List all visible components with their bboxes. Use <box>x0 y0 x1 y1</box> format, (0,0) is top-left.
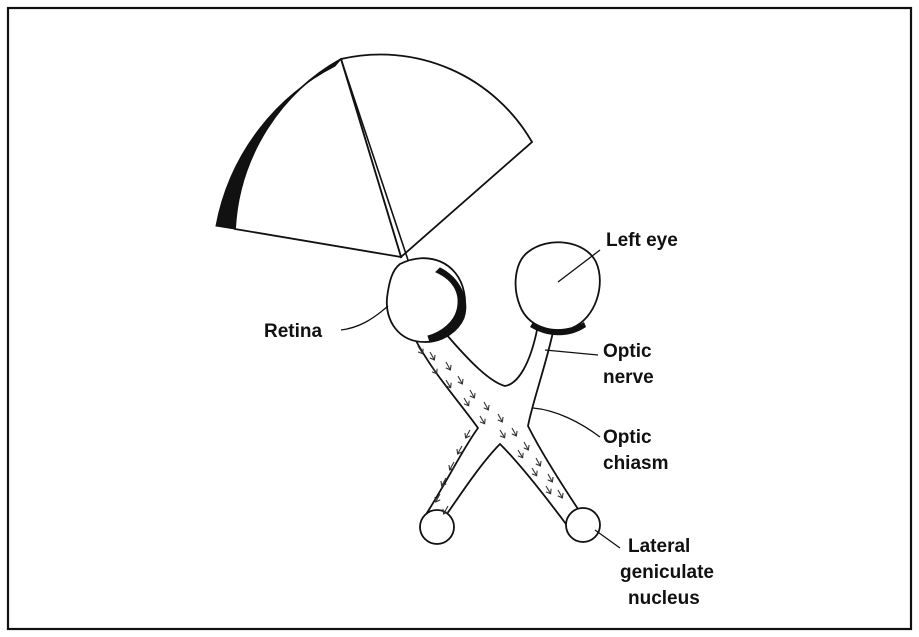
visual-field <box>216 54 532 338</box>
label-lgn-line3: nucleus <box>628 588 700 609</box>
left-eye <box>516 242 600 335</box>
label-left-eye: Left eye <box>606 230 678 251</box>
right-eye <box>387 258 466 342</box>
optic-chiasm-body <box>414 330 582 527</box>
label-optic-nerve-line1: Optic <box>603 341 652 362</box>
right-lateral-geniculate-nucleus <box>420 510 454 544</box>
label-optic-chiasm-line2: chiasm <box>603 453 668 474</box>
label-optic-nerve-line2: nerve <box>603 367 654 388</box>
left-eye-globe <box>516 242 600 330</box>
lgn-leader <box>595 530 620 548</box>
label-retina: Retina <box>264 321 323 342</box>
label-lgn-line2: geniculate <box>620 562 714 583</box>
left-lateral-geniculate-nucleus <box>566 508 600 542</box>
optic-chiasm-leader <box>533 408 600 437</box>
label-lgn-line1: Lateral <box>628 536 690 557</box>
retina-leader <box>341 306 388 330</box>
optic-nerve-leader <box>545 350 598 355</box>
label-optic-chiasm-line1: Optic <box>603 427 652 448</box>
